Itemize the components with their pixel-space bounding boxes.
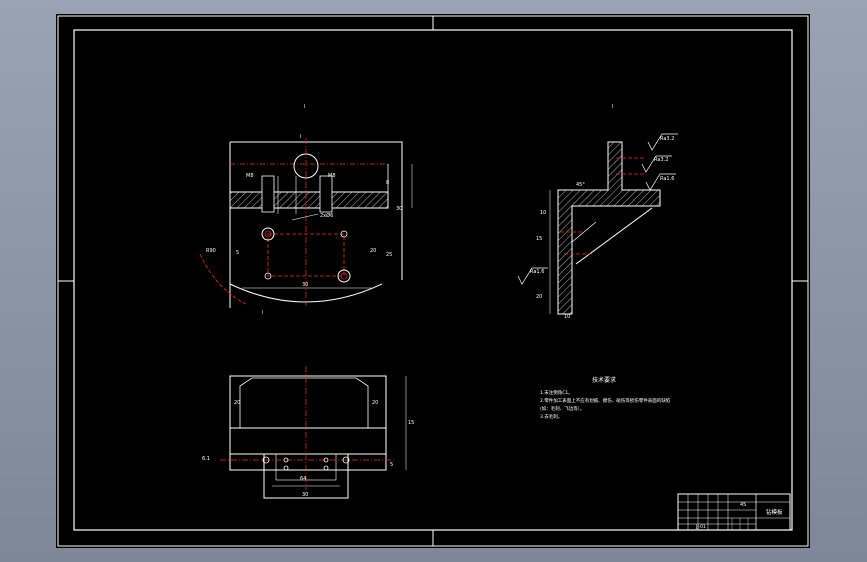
title-block: 45 钻模板 JJ-01 — [677, 493, 791, 531]
drawing-canvas: I 30 30 8 5 20 25 M8 M8 — [57, 15, 809, 547]
front-view: I 30 30 8 5 20 25 M8 M8 — [199, 104, 413, 316]
front-thread-left: M8 — [246, 173, 254, 179]
title-block-material: 45 — [740, 502, 746, 508]
cad-viewport[interactable]: I 30 30 8 5 20 25 M8 M8 — [56, 14, 810, 548]
plan-dim-side: 6.1 — [202, 456, 210, 462]
rough-2: Ra3.2 — [654, 157, 668, 163]
front-dim-width: 30 — [302, 282, 308, 288]
plan-dim-height: 15 — [408, 420, 414, 426]
sheet-border — [57, 15, 809, 547]
front-dim-small-mid: 25 — [386, 252, 392, 258]
drawing-frame — [73, 29, 793, 531]
front-dim-small-left: 5 — [236, 250, 239, 256]
front-dim-small-right: 20 — [370, 248, 376, 254]
front-hole-note: 2xØ6 — [320, 212, 333, 219]
notes-line-4: 3.去毛刺。 — [540, 413, 562, 420]
rough-1: Ra3.2 — [660, 136, 674, 142]
plan-view: 20 20 15 5 30 64 6.1 — [202, 366, 414, 499]
notes-line-1: 1.未注倒角C1。 — [540, 389, 573, 396]
plan-dim-right: 20 — [372, 400, 378, 406]
notes-title: 技术要求 — [592, 376, 616, 384]
rough-3: Ra1.6 — [660, 176, 674, 182]
front-angle: R90 — [206, 248, 216, 254]
title-block-name: 钻模板 — [766, 508, 783, 516]
side-dim-2: 15 — [536, 236, 542, 242]
technical-notes: 技术要求 1.未注倒角C1。 2.零件加工表面上不应有划痕、擦伤、碰伤等损伤零件… — [540, 376, 671, 420]
plan-dim-width: 30 — [302, 492, 308, 498]
section-mark-bottom: I — [262, 310, 263, 316]
front-thread-right: M8 — [328, 173, 336, 179]
plan-dim-left: 20 — [234, 400, 240, 406]
side-angle: 45° — [576, 182, 585, 188]
front-dim-height: 30 — [396, 206, 402, 212]
plan-dim-height2: 5 — [390, 462, 393, 468]
notes-line-2: 2.零件加工表面上不应有划痕、擦伤、碰伤等损伤零件表面的缺陷 — [540, 397, 671, 404]
side-view-mark: I — [612, 104, 613, 110]
rough-4: Ra1.6 — [530, 269, 544, 275]
plan-dim-width2: 64 — [300, 476, 306, 482]
side-view: I Ra3.2 Ra3.2 Ra1.6 Ra1.6 45° 10 15 20 1… — [517, 104, 678, 320]
front-dim-height2: 8 — [386, 180, 389, 186]
front-view-mark: I — [304, 104, 305, 110]
section-mark-top: I — [300, 134, 301, 140]
notes-line-3: (如：毛刺、飞边等）。 — [540, 405, 585, 412]
side-dim-3: 20 — [536, 294, 542, 300]
side-dim-1: 10 — [540, 210, 546, 216]
side-dim-4: 10 — [564, 314, 570, 320]
title-block-number: JJ-01 — [695, 524, 706, 530]
